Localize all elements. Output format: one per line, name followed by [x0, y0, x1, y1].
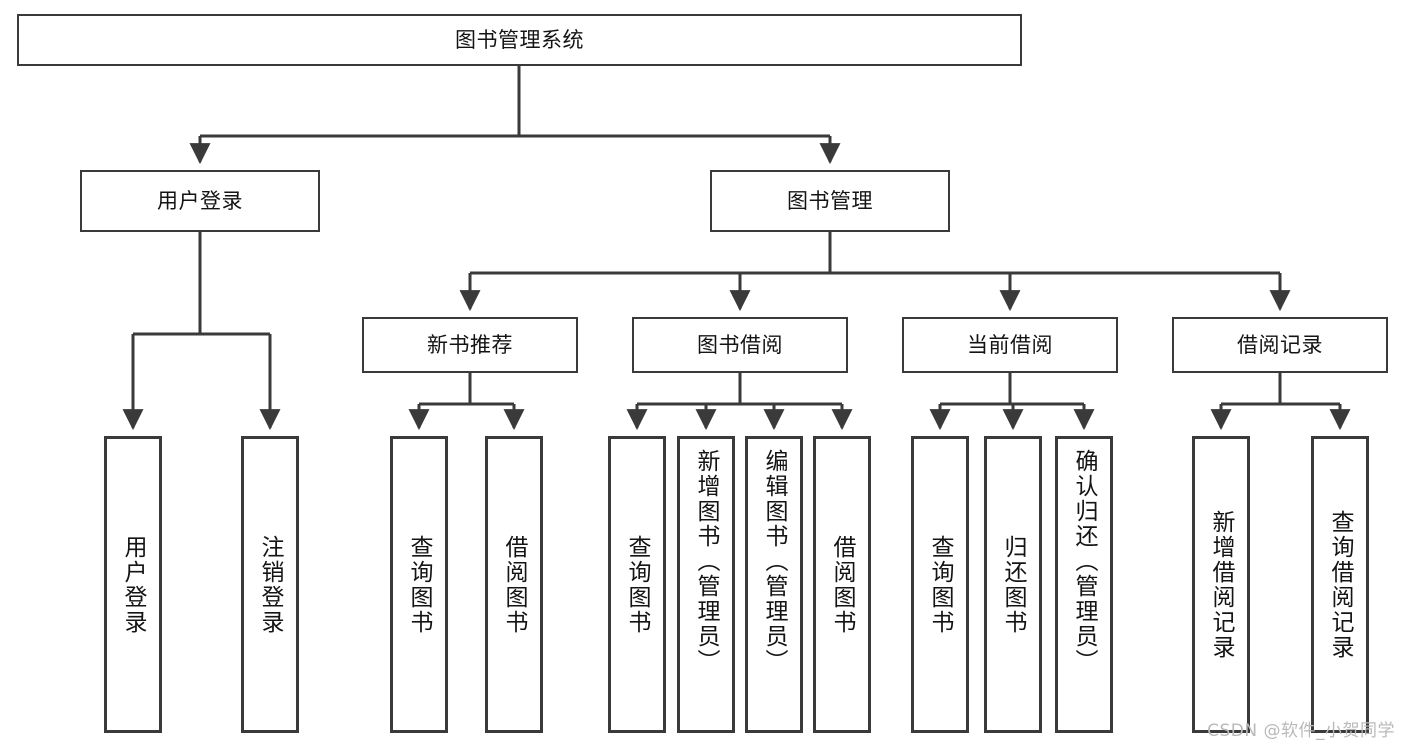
node-leaf-user-login[interactable]: 用户登录 [104, 436, 162, 733]
node-book-manage-label: 图书管理 [787, 188, 873, 213]
node-leaf-borrow-book-1[interactable]: 借阅图书 [485, 436, 543, 733]
node-new-book-rec[interactable]: 新书推荐 [362, 317, 578, 373]
node-leaf-query-record[interactable]: 查询借阅记录 [1311, 436, 1369, 733]
node-leaf-query-book-3-label: 查询图书 [927, 534, 954, 635]
node-leaf-borrow-book-1-label: 借阅图书 [501, 534, 528, 635]
node-new-book-rec-label: 新书推荐 [427, 332, 513, 357]
node-root-label: 图书管理系统 [455, 27, 584, 52]
node-leaf-edit-book[interactable]: 编辑图书（管理员） [745, 436, 803, 733]
node-leaf-edit-book-label: 编辑图书（管理员） [761, 449, 788, 674]
node-leaf-borrow-book-2-label: 借阅图书 [829, 534, 856, 635]
node-leaf-return-book-label: 归还图书 [1000, 534, 1027, 635]
node-leaf-return-book[interactable]: 归还图书 [984, 436, 1042, 733]
node-book-borrow-label: 图书借阅 [697, 332, 783, 357]
node-user-login[interactable]: 用户登录 [80, 170, 320, 232]
node-leaf-add-record-label: 新增借阅记录 [1208, 509, 1235, 660]
node-leaf-add-book[interactable]: 新增图书（管理员） [677, 436, 735, 733]
node-leaf-query-book-2-label: 查询图书 [624, 534, 651, 635]
node-leaf-user-logout-label: 注销登录 [257, 534, 284, 635]
node-leaf-confirm-return-label: 确认归还（管理员） [1071, 449, 1098, 674]
node-leaf-borrow-book-2[interactable]: 借阅图书 [813, 436, 871, 733]
node-borrow-record-label: 借阅记录 [1237, 332, 1323, 357]
node-book-manage[interactable]: 图书管理 [710, 170, 950, 232]
node-leaf-add-book-label: 新增图书（管理员） [693, 449, 720, 674]
node-leaf-query-book-1-label: 查询图书 [406, 534, 433, 635]
node-borrow-record[interactable]: 借阅记录 [1172, 317, 1388, 373]
node-leaf-user-logout[interactable]: 注销登录 [241, 436, 299, 733]
node-leaf-add-record[interactable]: 新增借阅记录 [1192, 436, 1250, 733]
node-current-borrow-label: 当前借阅 [967, 332, 1053, 357]
node-leaf-user-login-label: 用户登录 [120, 534, 147, 635]
node-user-login-label: 用户登录 [157, 188, 243, 213]
node-leaf-query-book-1[interactable]: 查询图书 [390, 436, 448, 733]
node-leaf-confirm-return[interactable]: 确认归还（管理员） [1055, 436, 1113, 733]
node-leaf-query-book-2[interactable]: 查询图书 [608, 436, 666, 733]
node-current-borrow[interactable]: 当前借阅 [902, 317, 1118, 373]
node-leaf-query-book-3[interactable]: 查询图书 [911, 436, 969, 733]
node-root[interactable]: 图书管理系统 [17, 14, 1022, 66]
node-book-borrow[interactable]: 图书借阅 [632, 317, 848, 373]
node-leaf-query-record-label: 查询借阅记录 [1327, 509, 1354, 660]
